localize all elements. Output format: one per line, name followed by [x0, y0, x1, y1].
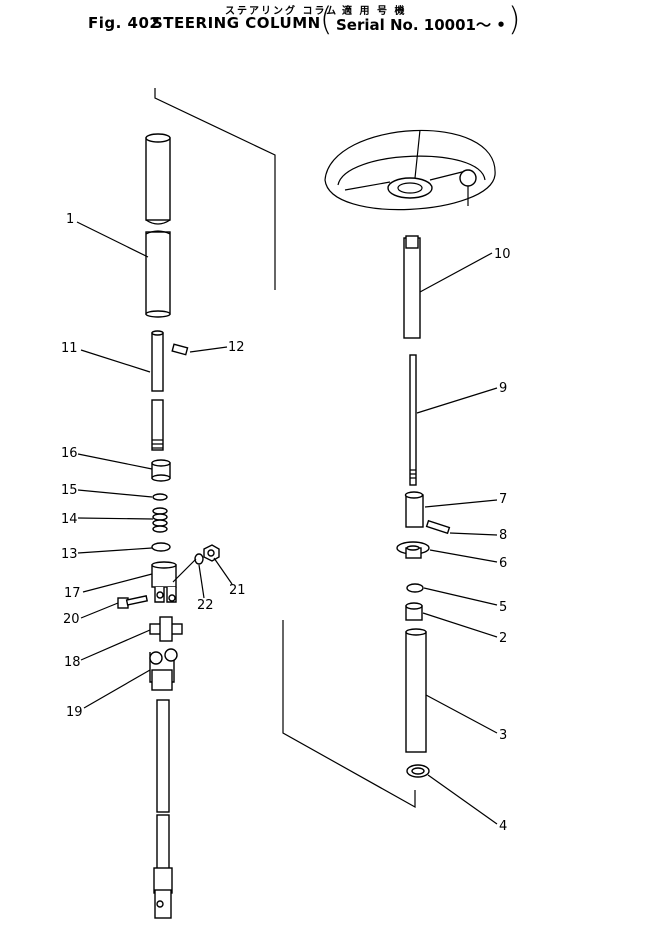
callout-6: 6: [499, 556, 507, 571]
callout-19: 19: [66, 705, 83, 720]
callout-22: 22: [197, 598, 214, 613]
title-japanese: ステアリング コラム: [225, 6, 339, 17]
part-15-washer: [152, 493, 168, 501]
part-14-spring: [152, 507, 168, 533]
part-19-lower-yoke: [149, 648, 178, 691]
callout-9: 9: [499, 381, 507, 396]
assembly-bracket-bottom: [282, 620, 416, 809]
callout-13: 13: [61, 547, 78, 562]
callout-1: 1: [66, 212, 74, 227]
callout-21: 21: [229, 583, 246, 598]
callout-18: 18: [64, 655, 81, 670]
part-10-jacket: [403, 235, 421, 339]
steering-wheel: [324, 129, 496, 211]
part-1-column-tube: [145, 133, 171, 318]
figure-header: ステアリング コラム 適 用 号 機 Fig. 402 STEERING COL…: [0, 0, 647, 40]
part-17-yoke: [151, 561, 177, 603]
part-18-spider: [149, 616, 183, 642]
callout-7: 7: [499, 492, 507, 507]
lower-shaft: [153, 699, 173, 919]
callout-16: 16: [61, 446, 78, 461]
paren-close: ): [508, 0, 521, 38]
serial-range: Serial No. 10001～ •: [336, 16, 506, 34]
part-22-lock-washer: [194, 553, 204, 565]
part-21-nut: [203, 544, 220, 562]
callout-15: 15: [61, 483, 78, 498]
callout-2: 2: [499, 631, 507, 646]
figure-number: Fig. 402: [88, 14, 161, 32]
part-3-lower-tube: [405, 628, 427, 753]
callout-3: 3: [499, 728, 507, 743]
part-16-bushing: [151, 459, 171, 482]
leader-lines: [76, 221, 498, 825]
callout-20: 20: [63, 612, 80, 627]
callout-14: 14: [61, 512, 78, 527]
part-9-steering-shaft: [409, 354, 417, 486]
paren-open: (: [320, 0, 333, 38]
assembly-bracket-top: [154, 88, 276, 290]
part-6-flange: [396, 541, 430, 559]
part-20-bolt: [117, 595, 149, 609]
part-7-collar: [404, 491, 424, 528]
callout-10: 10: [494, 247, 511, 262]
callout-17: 17: [64, 586, 81, 601]
part-11-shaft: [151, 330, 164, 451]
part-12-pin: [171, 343, 189, 356]
callout-11: 11: [61, 341, 78, 356]
part-2-bushing: [405, 602, 423, 621]
callout-12: 12: [228, 340, 245, 355]
part-5-snap-ring: [406, 583, 424, 593]
callout-8: 8: [499, 528, 507, 543]
part-4-ring: [406, 764, 430, 778]
part-13-ring: [151, 542, 171, 552]
callout-4: 4: [499, 819, 507, 834]
serial-japanese: 適 用 号 機: [342, 6, 407, 17]
figure-title: STEERING COLUMN: [152, 14, 321, 32]
callout-5: 5: [499, 600, 507, 615]
part-8-pin: [425, 519, 451, 535]
